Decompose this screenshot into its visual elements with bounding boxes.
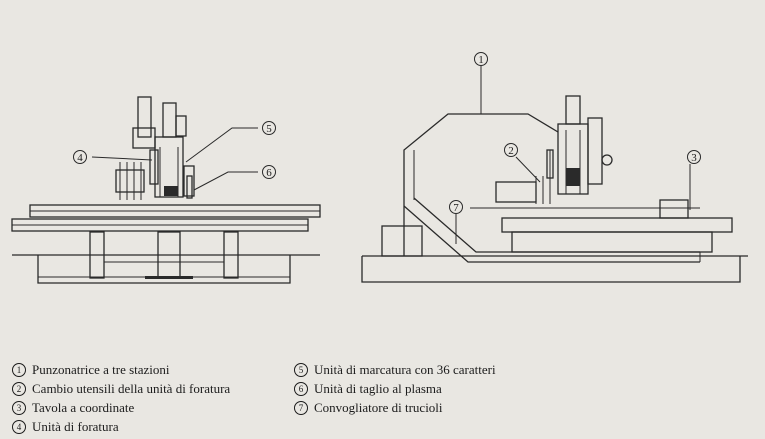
support-leg-1 — [89, 231, 105, 279]
legend-item: 2 Cambio utensili della unità di foratur… — [12, 379, 372, 398]
legend-number: 1 — [12, 362, 26, 377]
support-leg-2 — [157, 231, 181, 279]
press-motor — [132, 127, 156, 149]
support-leg-3 — [223, 231, 239, 279]
legend-text: Unità di marcatura con 36 caratteri — [314, 362, 496, 377]
press-cylinder-b — [162, 102, 177, 138]
legend-text: Unità di taglio al plasma — [314, 381, 442, 396]
foundation-pit-left — [37, 255, 291, 284]
svg-text:1: 1 — [478, 54, 484, 66]
leader-5 — [185, 127, 258, 163]
legend-text: Punzonatrice a tre stazioni — [32, 362, 170, 377]
coordinate-table — [501, 217, 733, 233]
legend-right: 5 Unità di marcatura con 36 caratteri 6 … — [294, 360, 654, 417]
callout-1: 1 — [474, 52, 488, 66]
callout-3: 3 — [687, 150, 701, 164]
legend-number: 6 — [294, 381, 308, 396]
legend-item: 1 Punzonatrice a tre stazioni — [12, 360, 372, 379]
leader-2 — [515, 156, 541, 183]
tool-rack — [115, 169, 145, 193]
legend-text: Convogliatore di trucioli — [314, 400, 443, 415]
callout-6: 6 — [262, 165, 276, 179]
callout-4: 4 — [73, 150, 87, 164]
plasma-torch — [186, 175, 193, 199]
legend-text: Cambio utensili della unità di foratura — [32, 381, 231, 396]
legend-item: 3 Tavola a coordinate — [12, 398, 372, 417]
chip-conveyor — [403, 205, 700, 263]
legend-number: 4 — [12, 419, 26, 434]
svg-text:2: 2 — [508, 145, 514, 157]
frame-base — [381, 225, 423, 257]
drill-head-motor — [565, 95, 581, 125]
legend-text: Tavola a coordinate — [32, 400, 135, 415]
callout-5: 5 — [262, 121, 276, 135]
front-view: 4 5 6 — [11, 96, 321, 284]
svg-text:7: 7 — [453, 202, 459, 214]
table-carriage — [659, 199, 689, 219]
svg-text:3: 3 — [691, 152, 697, 164]
leader-4 — [91, 156, 153, 161]
callout-2: 2 — [504, 143, 518, 157]
foundation-pit-right — [361, 256, 741, 283]
tool-changer — [495, 181, 537, 203]
svg-text:6: 6 — [266, 167, 272, 179]
legend-left: 1 Punzonatrice a tre stazioni 2 Cambio u… — [12, 360, 372, 436]
legend-number: 3 — [12, 400, 26, 415]
callout-7: 7 — [449, 200, 463, 214]
legend-item: 6 Unità di taglio al plasma — [294, 379, 654, 398]
press-body — [154, 136, 184, 198]
legend-item: 7 Convogliatore di trucioli — [294, 398, 654, 417]
legend-number: 2 — [12, 381, 26, 396]
side-view: 1 2 3 7 — [361, 52, 748, 283]
legend-number: 5 — [294, 362, 308, 377]
punch-frame — [403, 113, 559, 256]
leader-6 — [193, 171, 258, 191]
legend-number: 7 — [294, 400, 308, 415]
legend-item: 4 Unità di foratura — [12, 417, 372, 436]
svg-text:4: 4 — [77, 152, 83, 164]
legend-item: 5 Unità di marcatura con 36 caratteri — [294, 360, 654, 379]
legend-text: Unità di foratura — [32, 419, 119, 434]
press-cylinder-a — [137, 96, 152, 138]
svg-text:5: 5 — [266, 123, 272, 135]
marking-unit — [183, 165, 195, 197]
drilling-spindle — [149, 149, 159, 185]
